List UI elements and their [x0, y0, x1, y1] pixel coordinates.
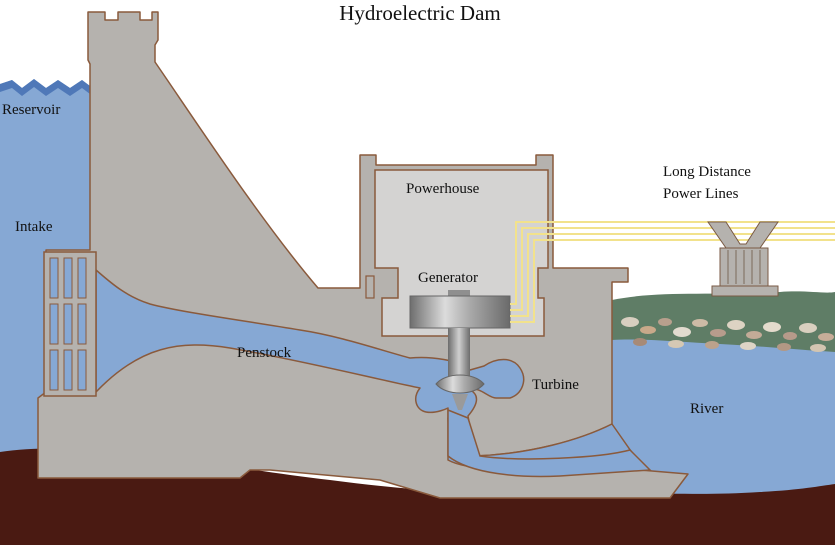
- label-turbine: Turbine: [532, 377, 579, 393]
- powerhouse-room: [374, 169, 549, 337]
- diagram-title: Hydroelectric Dam: [339, 1, 501, 25]
- intake-grate: [43, 251, 97, 397]
- label-generator: Generator: [418, 270, 478, 286]
- river-bank: [612, 291, 835, 352]
- label-reservoir: Reservoir: [2, 102, 60, 118]
- penstock-channel: [95, 269, 641, 471]
- power-lines: [510, 221, 835, 323]
- river-bank-pebbles: [621, 317, 834, 352]
- tailrace: [447, 408, 652, 478]
- transmission-tower: [707, 221, 779, 297]
- reservoir-waves: [0, 79, 90, 96]
- river-water: [610, 330, 835, 500]
- label-powerhouse: Powerhouse: [406, 181, 480, 197]
- turbine-shaft: [448, 328, 470, 376]
- powerhouse-side-vent: [365, 275, 375, 299]
- label-power-lines-line1: Long Distance: [663, 164, 751, 180]
- generator: [409, 290, 511, 329]
- label-penstock: Penstock: [237, 345, 292, 361]
- label-intake: Intake: [15, 219, 53, 235]
- label-river: River: [690, 401, 723, 417]
- dam-body: [37, 11, 689, 499]
- turbine-runner: [435, 374, 485, 410]
- label-power-lines-line2: Power Lines: [663, 186, 739, 202]
